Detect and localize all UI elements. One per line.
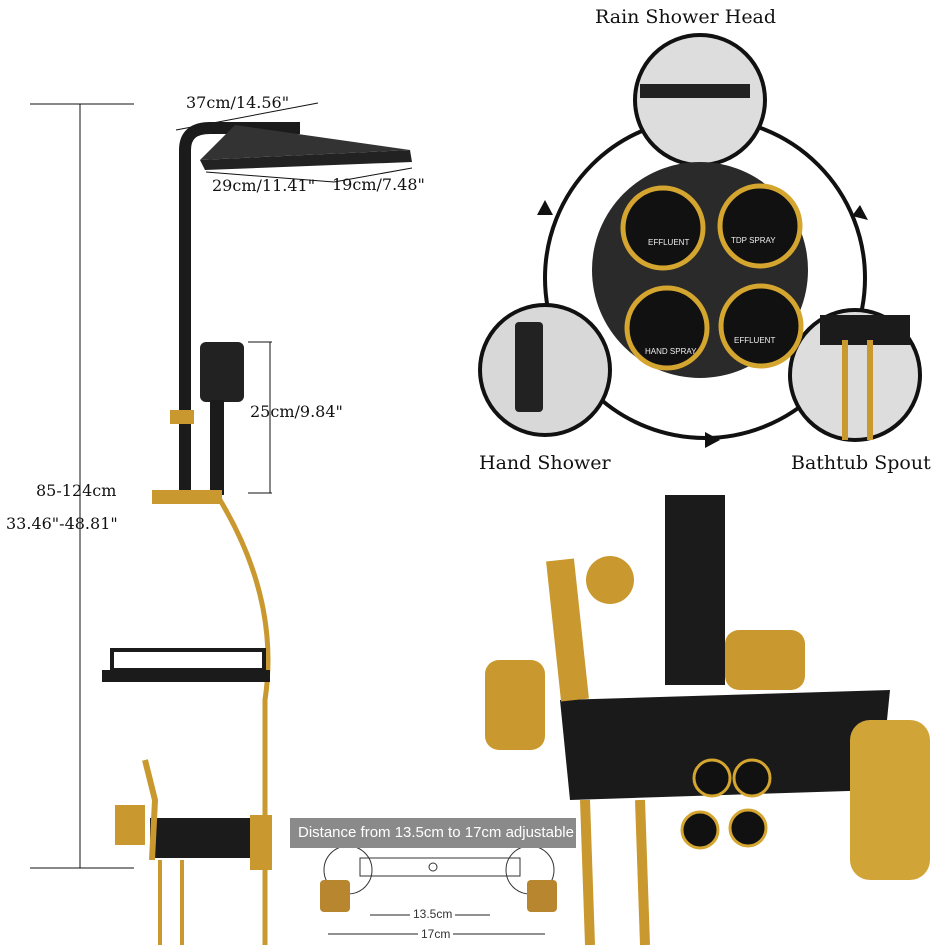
mode-buttons [620, 183, 804, 371]
height-in: 33.46"-48.81" [6, 514, 118, 533]
button-hand-spray: HAND SPRAY [645, 347, 697, 356]
button-effluent-2: EFFLUENT [734, 336, 776, 345]
button-tdp-spray: TDP SPRAY [731, 236, 776, 245]
rain-shower-head-label: Rain Shower Head [595, 6, 777, 28]
max-distance: 17cm [418, 927, 454, 941]
head-arm-dimension: 37cm/14.56" [186, 93, 290, 112]
head-depth-dimension: 19cm/7.48" [332, 175, 425, 194]
adjustable-banner: Distance from 13.5cm to 17cm adjustable [290, 818, 576, 848]
button-effluent: EFFLUENT [648, 238, 690, 247]
hand-shower-label: Hand Shower [479, 452, 611, 474]
bathtub-spout-label: Bathtub Spout [791, 452, 931, 474]
hand-shower-dimension: 25cm/9.84" [250, 402, 343, 421]
height-cm: 85-124cm [36, 481, 117, 500]
min-distance: 13.5cm [410, 907, 456, 921]
head-width-dimension: 29cm/11.41" [212, 176, 316, 195]
